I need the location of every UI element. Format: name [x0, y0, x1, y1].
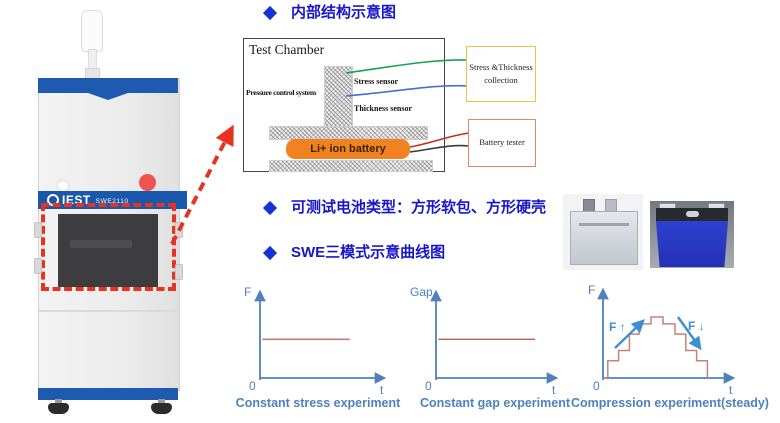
- chart-caption: Constant stress experiment: [235, 396, 401, 410]
- chart-constant-stress: F 0 t: [244, 285, 387, 397]
- cabinet-top-band: [38, 78, 178, 93]
- foot-right: [151, 403, 172, 414]
- cell-vent-icon: [686, 211, 699, 217]
- foot-left: [48, 403, 69, 414]
- pouch-cell-body: [570, 211, 638, 265]
- bullet-label: SWE三模式示意曲线图: [291, 244, 446, 261]
- hinge-right-bottom: [175, 264, 183, 280]
- pressure-system-label: Pressure control system: [246, 88, 316, 97]
- panel-seam: [39, 310, 177, 312]
- battery-wire-red: [409, 132, 470, 148]
- y-axis-label: Gap: [410, 285, 433, 299]
- chart-compression: F ↑ F ↓ F 0 t: [588, 283, 736, 397]
- chamber-window: [58, 214, 158, 287]
- indicator-dot-red: [139, 174, 156, 191]
- collection-box-label: Stress &Thickness collection: [469, 61, 533, 85]
- pouch-print-line: [579, 223, 629, 226]
- chart-caption: Compression experiment(steady): [571, 396, 769, 410]
- origin-label: 0: [593, 379, 600, 393]
- test-chamber-diagram: Test Chamber Li+ ion battery Pressure co…: [243, 38, 445, 172]
- force-up-label: F ↑: [609, 320, 626, 334]
- top-band-notch: [88, 93, 128, 100]
- origin-label: 0: [425, 379, 432, 393]
- pouch-cell-photo: [563, 194, 643, 270]
- force-decrease-arrow: [677, 316, 702, 351]
- machine-photo: IEST SWE2110: [0, 0, 230, 423]
- pressure-column: [324, 66, 353, 129]
- collection-box: Stress &Thickness collection: [466, 46, 536, 102]
- chart-constant-gap: Gap 0 t: [410, 285, 559, 397]
- force-increase-arrow: [614, 319, 645, 349]
- foot-stem-left: [55, 399, 62, 405]
- bullet-item-curve-modes: SWE三模式示意曲线图: [262, 244, 446, 262]
- indicator-dot-white: [58, 181, 68, 191]
- bullet-item-structure: 内部结构示意图: [262, 4, 397, 22]
- x-axis-label: t: [380, 383, 384, 397]
- hinge-left-top: [34, 222, 42, 238]
- foot-stem-right: [158, 399, 165, 405]
- stress-sensor-wire: [345, 59, 469, 74]
- bullet-item-battery-types: 可测试电池类型：方形软包、方形硬壳: [262, 199, 547, 217]
- origin-label: 0: [249, 379, 256, 393]
- battery-label: Li+ ion battery: [310, 143, 386, 155]
- model-text: SWE2110: [95, 198, 129, 205]
- window-reflection: [70, 240, 132, 248]
- tester-box: Battery tester: [468, 119, 536, 167]
- bullet-label: 内部结构示意图: [291, 4, 397, 21]
- hinge-left-bottom: [34, 258, 42, 274]
- thickness-sensor-label: Thickness sensor: [354, 104, 413, 113]
- prism-cell-body: [656, 221, 728, 267]
- stress-sensor-label: Stress sensor: [354, 77, 399, 86]
- battery-wire-black: [409, 144, 470, 153]
- y-axis-label: F: [244, 285, 251, 299]
- x-axis-label: t: [552, 383, 556, 397]
- diagram-title: Test Chamber: [249, 42, 325, 57]
- zoom-callout-arrow: [170, 124, 234, 245]
- y-axis-label: F: [588, 283, 595, 297]
- bullet-label: 可测试电池类型：方形软包、方形硬壳: [291, 199, 547, 216]
- prismatic-cell-photo: [650, 201, 734, 268]
- highlight-dashed-box: [41, 203, 176, 291]
- chart-caption: Constant gap experiment: [419, 396, 571, 410]
- thickness-sensor-wire: [345, 84, 469, 97]
- press-plate-bottom: [269, 160, 433, 172]
- x-axis-label: t: [729, 383, 733, 397]
- battery-block: Li+ ion battery: [286, 139, 410, 159]
- tester-box-label: Battery tester: [479, 137, 525, 148]
- force-down-label: F ↓: [688, 319, 705, 333]
- compression-step-line: [603, 316, 709, 379]
- base-band: [38, 388, 178, 400]
